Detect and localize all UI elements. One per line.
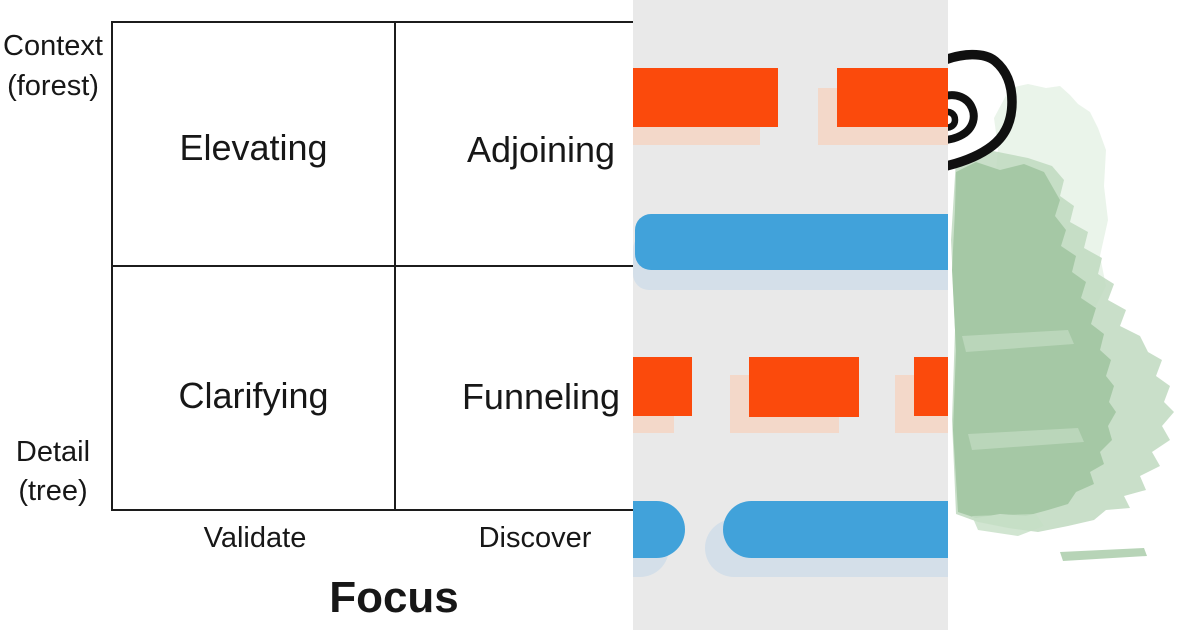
quadrant-label-elevating: Elevating: [179, 127, 328, 168]
blue-bar-wide: [635, 214, 948, 270]
watercolor-streak-2: [968, 428, 1084, 450]
x-axis-tick-discover: Discover: [478, 522, 592, 554]
tree-rings-icon: [948, 49, 1017, 171]
orange-bar-5: [914, 357, 948, 416]
watercolor-brush-stroke: [951, 84, 1174, 561]
y-axis-label-bottom-line2: (tree): [18, 475, 88, 507]
tree-ring-middle: [948, 91, 978, 144]
watercolor-tail-blob: [972, 514, 1044, 536]
matrix-middle-divider: [111, 265, 634, 267]
watercolor-streak-1: [962, 330, 1074, 352]
y-axis-label-bottom: Detail (tree): [0, 433, 106, 511]
quadrant-label-funneling: Funneling: [461, 376, 621, 417]
matrix-vertical-divider: [394, 21, 396, 511]
matrix-bottom-border: [111, 509, 634, 511]
blue-pill-right: [723, 501, 948, 558]
orange-bar-2: [837, 68, 948, 127]
y-axis-label-top-line1: Context: [3, 30, 103, 62]
orange-bar-1: [633, 68, 778, 127]
y-axis-label-bottom-line1: Detail: [15, 436, 91, 468]
watercolor-bottom-streak: [1060, 548, 1147, 561]
orange-bar-3: [633, 357, 692, 416]
x-axis-title-focus: Focus: [329, 573, 459, 622]
quadrant-label-clarifying: Clarifying: [178, 375, 329, 416]
y-axis-label-top-line2: (forest): [7, 70, 99, 102]
tree-ring-outer: [948, 49, 1017, 171]
y-axis-label-top: Context (forest): [0, 26, 106, 106]
quadrant-label-adjoining: Adjoining: [466, 129, 616, 170]
matrix-left-border: [111, 21, 113, 511]
tree-ring-core: [948, 108, 959, 131]
matrix-top-border: [111, 21, 634, 23]
overlay-panel: [633, 0, 948, 630]
orange-bar-4: [749, 357, 859, 417]
blue-pill-left: [633, 501, 685, 558]
x-axis-tick-validate: Validate: [203, 522, 307, 554]
